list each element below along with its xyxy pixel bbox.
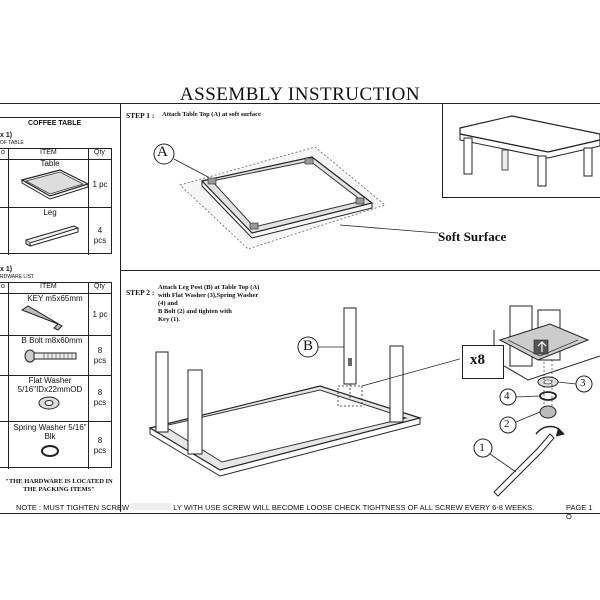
finished-table-box bbox=[442, 103, 600, 198]
step1-label: STEP 1 : bbox=[126, 111, 155, 120]
footer-note-start: NOTE : MUST TIGHTEN SCREW bbox=[16, 503, 130, 512]
item-table-qty: 1 pc bbox=[92, 180, 108, 189]
box1-label: x 1) bbox=[0, 132, 13, 139]
x8-label: x8 bbox=[470, 352, 485, 368]
panel-divider-vertical bbox=[120, 103, 121, 512]
item-bolt-qty-num: 8 bbox=[97, 346, 103, 355]
callout-2: 2 bbox=[504, 418, 510, 430]
footer-note-end: LY WITH USE SCREW WILL BECOME LOOSE CHEC… bbox=[173, 503, 535, 512]
col-item-2: ITEM bbox=[40, 283, 57, 290]
item-key-name: KEY m5x65mm bbox=[27, 294, 83, 303]
flat-washer-qty-num: 8 bbox=[97, 388, 103, 397]
item-bolt-qty: 8 pcs bbox=[88, 346, 112, 366]
step2-text: Attach Leg Post (B) at Table Top (A) wit… bbox=[158, 284, 298, 324]
step2-line3: (4) and bbox=[158, 300, 178, 307]
col-item: ITEM bbox=[40, 149, 57, 156]
callout-a: A bbox=[157, 144, 168, 160]
item-leg-qty: 4 pcs bbox=[88, 226, 112, 246]
box2-table bbox=[0, 282, 112, 469]
callout-4: 4 bbox=[504, 390, 510, 402]
box2-label: x 1) bbox=[0, 266, 13, 273]
step2-line4: B Bolt (2) and tighten with bbox=[158, 308, 232, 315]
table-top-icon bbox=[20, 169, 90, 200]
col-no: o bbox=[1, 149, 5, 156]
footer-note: NOTE : MUST TIGHTEN SCREW LY WITH USE SC… bbox=[16, 503, 600, 512]
item-table-name: Table bbox=[40, 159, 60, 168]
product-name: COFFEE TABLE bbox=[28, 120, 82, 127]
callout-3: 3 bbox=[580, 377, 586, 389]
step2-detail bbox=[473, 305, 600, 497]
step2-line1: Attach Leg Post (B) at Table Top (A) bbox=[158, 284, 260, 291]
step1-illustration bbox=[153, 143, 439, 250]
callout-1: 1 bbox=[479, 440, 485, 454]
box2-sub: RDWARE LIST bbox=[0, 274, 34, 280]
col-qty: Qty bbox=[94, 149, 105, 156]
item-leg-qty-num: 4 bbox=[97, 226, 103, 235]
hardware-note: "THE HARDWARE IS LOCATED IN THE PACKING … bbox=[0, 478, 118, 494]
item-spring-washer-qty: 8 pcs bbox=[88, 436, 112, 456]
footer-note-redacted bbox=[131, 503, 172, 510]
flat-washer-icon bbox=[38, 396, 60, 410]
step1-text: Attach Table Top (A) at soft surface bbox=[162, 111, 261, 118]
soft-surface-label: Soft Surface bbox=[438, 229, 507, 244]
callout-b: B bbox=[303, 338, 314, 354]
spring-washer-qty-num: 8 bbox=[97, 436, 103, 445]
x8-box bbox=[462, 345, 504, 379]
flat-washer-qty-unit: pcs bbox=[93, 398, 107, 407]
item-leg-qty-unit: pcs bbox=[93, 236, 107, 245]
step2-label: STEP 2 : bbox=[126, 288, 155, 297]
item-leg-name: Leg bbox=[43, 208, 57, 217]
hardware-note-line2: THE PACKING ITEMS" bbox=[23, 486, 95, 493]
panel-divider-horizontal bbox=[120, 270, 600, 271]
box1-sub: OF TABLE bbox=[0, 140, 24, 146]
step2-line2: with Flat Washer (3),Spring Washer bbox=[158, 292, 259, 299]
item-key-qty: 1 pc bbox=[92, 310, 108, 319]
col-qty-2: Qty bbox=[94, 283, 105, 290]
allen-key-icon bbox=[20, 305, 63, 331]
col-no-2: o bbox=[1, 283, 5, 290]
step2-illustration bbox=[148, 307, 460, 477]
spring-washer-qty-unit: pcs bbox=[93, 446, 107, 455]
box1-table bbox=[0, 148, 112, 255]
item-flat-washer-name: Flat Washer 5/16"IDx22mmOD bbox=[10, 376, 90, 394]
instruction-sheet bbox=[0, 103, 600, 514]
step2-line5: Key (1). bbox=[158, 316, 181, 323]
spring-washer-line2: Blk bbox=[44, 432, 56, 441]
finished-table-illustration bbox=[459, 115, 600, 187]
spring-washer-icon bbox=[41, 445, 59, 457]
page-title: ASSEMBLY INSTRUCTION bbox=[179, 84, 421, 105]
leg-icon bbox=[24, 225, 80, 247]
item-spring-washer-name: Spring Washer 5/16" Blk bbox=[10, 423, 90, 441]
hardware-note-line1: "THE HARDWARE IS LOCATED IN bbox=[5, 478, 113, 485]
bolt-icon bbox=[24, 349, 77, 363]
left-top-rule bbox=[0, 117, 120, 118]
spring-washer-line1: Spring Washer 5/16" bbox=[13, 423, 87, 432]
flat-washer-line2: 5/16"IDx22mmOD bbox=[17, 385, 83, 394]
item-bolt-qty-unit: pcs bbox=[93, 356, 107, 365]
flat-washer-line1: Flat Washer bbox=[28, 376, 72, 385]
page-number: PAGE 1 O bbox=[566, 503, 593, 521]
item-flat-washer-qty: 8 pcs bbox=[88, 388, 112, 408]
item-bolt-name: B Bolt m8x60mm bbox=[21, 336, 83, 345]
